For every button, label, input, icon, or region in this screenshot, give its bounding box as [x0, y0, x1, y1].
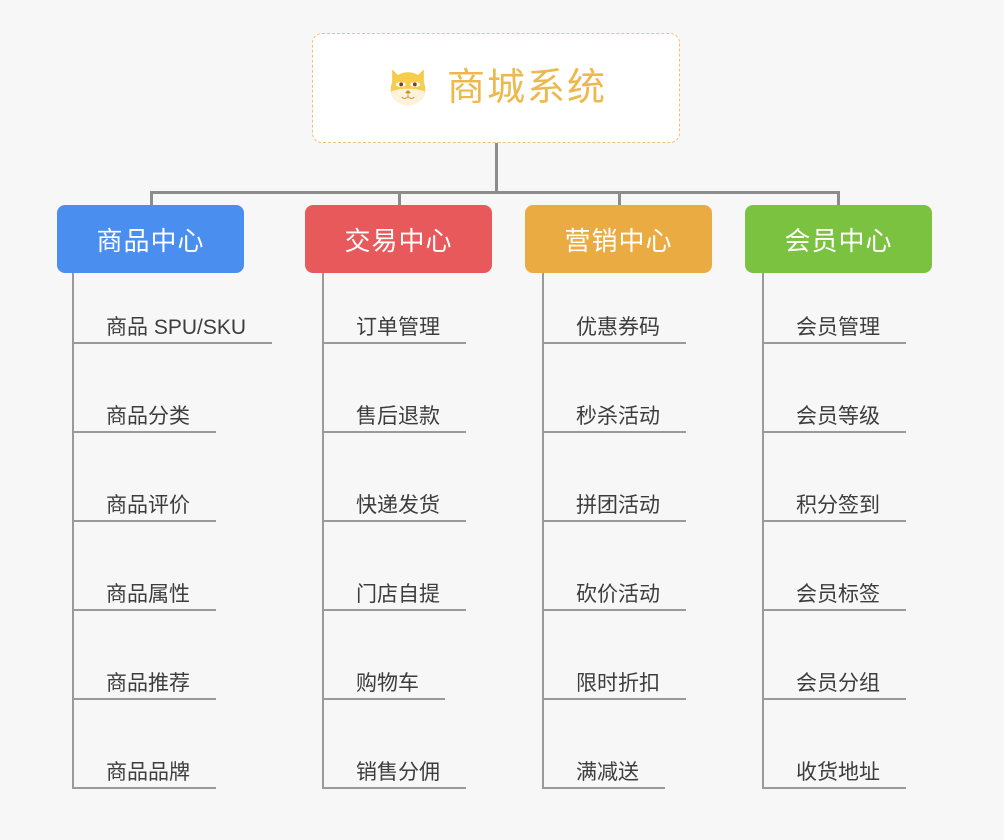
category-box-2[interactable]: 营销中心	[525, 205, 712, 273]
connector-drop-4	[837, 191, 840, 208]
leaf-label: 拼团活动	[576, 494, 660, 517]
leaf-label: 收货地址	[796, 761, 880, 784]
connector-drop-2	[398, 191, 401, 208]
leaf-underline	[762, 609, 906, 611]
leaf-label: 售后退款	[356, 405, 440, 428]
leaf-label: 商品品牌	[106, 761, 190, 784]
leaf-underline	[762, 342, 906, 344]
leaf-spine	[72, 273, 74, 789]
leaf-underline	[322, 698, 445, 700]
leaf-underline	[542, 431, 686, 433]
leaf-underline	[72, 787, 216, 789]
leaf-label: 会员标签	[796, 583, 880, 606]
leaf-underline	[72, 520, 216, 522]
leaf-spine	[542, 273, 544, 789]
root-title: 商城系统	[446, 67, 607, 109]
leaf-label: 购物车	[356, 672, 419, 695]
leaf-underline	[542, 609, 686, 611]
leaf-label: 门店自提	[356, 583, 440, 606]
leaf-label: 商品 SPU/SKU	[106, 316, 247, 339]
leaf-underline	[322, 342, 466, 344]
leaf-label: 会员分组	[796, 672, 880, 695]
leaf-label: 会员等级	[796, 405, 880, 428]
root-node-content: 商城系统	[385, 65, 607, 111]
connector-horizontal-bus	[150, 191, 839, 194]
leaf-label: 订单管理	[356, 316, 440, 339]
leaf-spine	[762, 273, 764, 789]
leaf-underline	[762, 698, 906, 700]
leaf-spine	[322, 273, 324, 789]
leaf-label: 积分签到	[796, 494, 880, 517]
leaf-underline	[322, 609, 466, 611]
leaf-underline	[72, 609, 216, 611]
leaf-underline	[322, 520, 466, 522]
leaf-label: 商品评价	[106, 494, 190, 517]
connector-root-stem	[495, 143, 498, 192]
leaf-underline	[542, 342, 686, 344]
leaf-underline	[72, 431, 216, 433]
leaf-underline	[762, 431, 906, 433]
leaf-underline	[322, 431, 466, 433]
leaf-label: 商品推荐	[106, 672, 190, 695]
category-box-3[interactable]: 会员中心	[745, 205, 932, 273]
leaf-underline	[762, 787, 906, 789]
leaf-label: 限时折扣	[576, 672, 660, 695]
leaf-label: 砍价活动	[576, 583, 660, 606]
leaf-underline	[542, 698, 686, 700]
leaf-underline	[762, 520, 906, 522]
leaf-label: 满减送	[576, 761, 639, 784]
category-label-0: 商品中心	[96, 225, 205, 256]
shiba-dog-icon	[390, 69, 426, 106]
leaf-underline	[542, 787, 665, 789]
leaf-underline	[72, 342, 272, 344]
leaf-label: 销售分佣	[356, 761, 440, 784]
connector-drop-3	[618, 191, 621, 208]
connector-drop-1	[150, 191, 153, 208]
category-label-1: 交易中心	[344, 225, 453, 256]
leaf-label: 商品分类	[106, 405, 190, 428]
leaf-label: 秒杀活动	[576, 405, 660, 428]
root-node-mall-system[interactable]: 商城系统	[312, 33, 680, 143]
category-box-1[interactable]: 交易中心	[305, 205, 492, 273]
leaf-underline	[322, 787, 466, 789]
leaf-label: 优惠券码	[576, 316, 660, 339]
leaf-underline	[72, 698, 216, 700]
leaf-underline	[542, 520, 686, 522]
leaf-label: 快递发货	[356, 494, 440, 517]
category-label-3: 会员中心	[784, 225, 893, 256]
category-box-0[interactable]: 商品中心	[57, 205, 244, 273]
leaf-label: 会员管理	[796, 316, 880, 339]
leaf-label: 商品属性	[106, 583, 190, 606]
category-label-2: 营销中心	[564, 225, 673, 256]
